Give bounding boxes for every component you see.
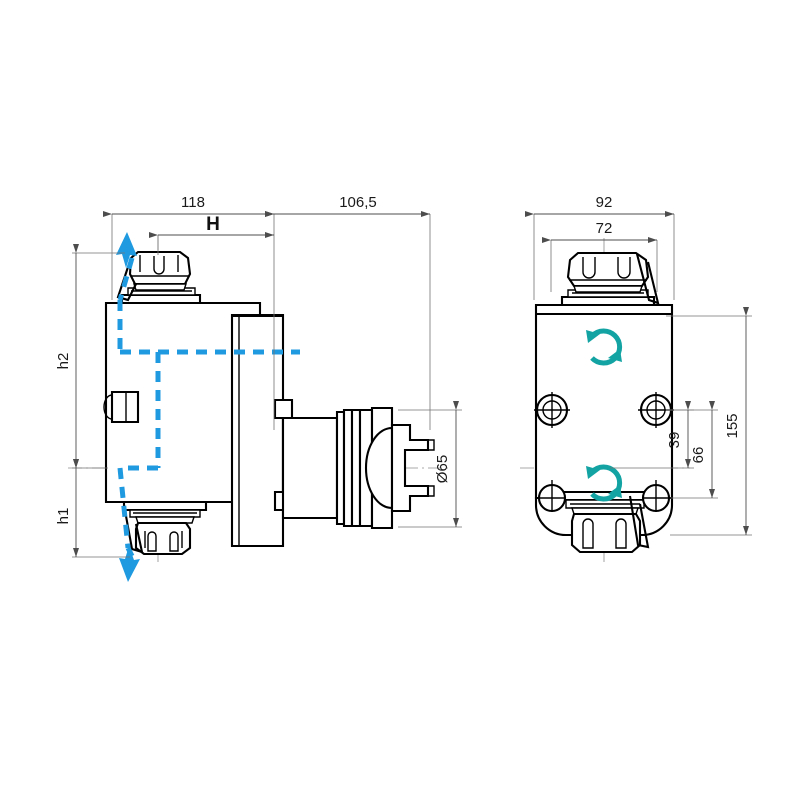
dimension-155: 155	[666, 307, 752, 536]
rotation-direction-icon-top	[586, 328, 623, 366]
dimension-72: 72	[542, 220, 658, 292]
side-view-spindle-shank	[281, 406, 435, 530]
dimension-H: H	[149, 214, 274, 255]
side-view-coolant-path	[116, 232, 300, 582]
front-view-upper-tool-head	[560, 251, 660, 307]
side-view-upper-tool-head	[116, 250, 202, 305]
dimension-diameter-65: Ø65	[398, 401, 462, 528]
dimension-66: 66	[666, 401, 718, 499]
dimension-72-text: 72	[596, 220, 613, 237]
dimension-h1: h1	[55, 459, 130, 558]
rotation-direction-icon-bottom	[586, 464, 623, 502]
dimension-39: 39	[610, 401, 694, 469]
dimension-h2-text: h2	[55, 353, 72, 370]
dimension-155-text: 155	[724, 413, 741, 438]
side-view-left-boss	[103, 390, 140, 424]
front-view-mounting-pin-left	[537, 480, 567, 513]
travel-direction-up-arrow	[116, 232, 137, 268]
side-view-group: 118 106,5 H h2 h1	[55, 194, 462, 582]
travel-direction-down-arrow	[119, 546, 140, 582]
front-view-group: 92 72 155 66 39	[520, 194, 752, 562]
dimension-106-5-text: 106,5	[339, 194, 377, 211]
dimension-66-text: 66	[690, 447, 707, 464]
dimension-92: 92	[525, 194, 675, 300]
front-view-mounting-pin-right	[641, 480, 671, 513]
dimension-H-text: H	[206, 214, 220, 235]
side-view-lower-tool-head	[122, 500, 208, 556]
dimension-118: 118	[103, 194, 275, 430]
front-view-mounting-bolt-left	[534, 392, 570, 428]
dimension-39-text: 39	[666, 432, 683, 449]
dimension-h1-text: h1	[55, 508, 72, 525]
dimension-92-text: 92	[596, 194, 613, 211]
dimension-106-5: 106,5	[265, 194, 431, 430]
dimension-diameter-65-text: Ø65	[434, 455, 451, 483]
dimension-118-text: 118	[181, 194, 205, 211]
front-view-lower-tool-head	[558, 490, 652, 554]
dimension-h2: h2	[55, 244, 125, 469]
